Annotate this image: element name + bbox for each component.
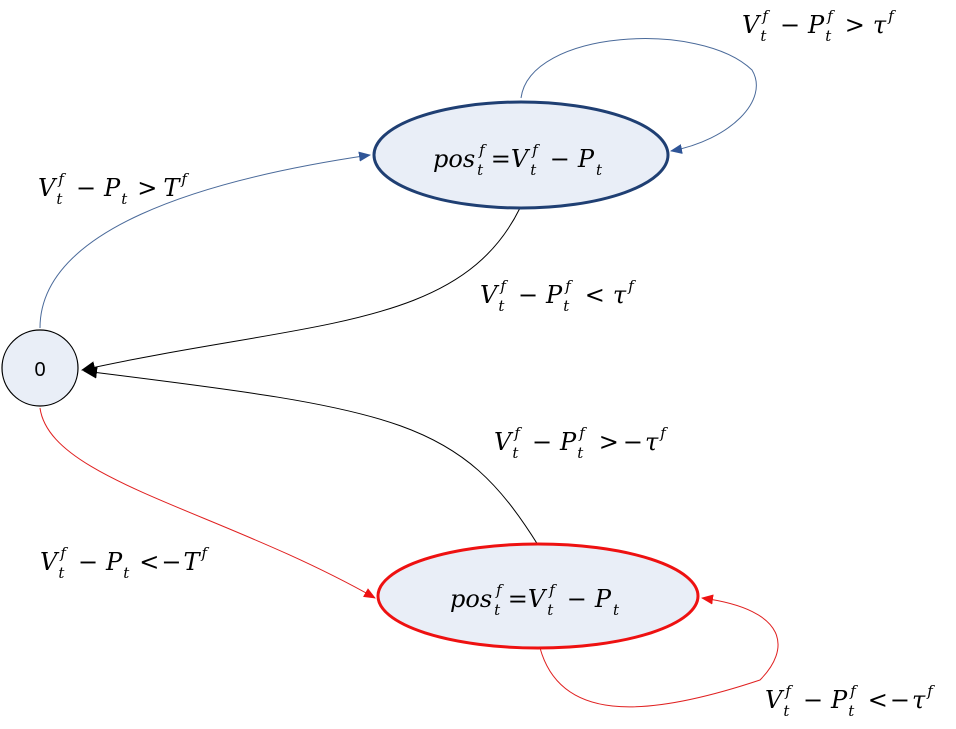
node-zero-label: 0: [34, 359, 45, 381]
edge-stay-short: [539, 594, 779, 708]
node-zero: 0: [1, 329, 79, 407]
edge-exit-long: [81, 207, 521, 374]
edge-stay-long: [520, 38, 757, 154]
edge-enter-long: [39, 151, 371, 329]
edge-enter-short: [39, 407, 376, 599]
edge-exit-short: [83, 366, 539, 546]
